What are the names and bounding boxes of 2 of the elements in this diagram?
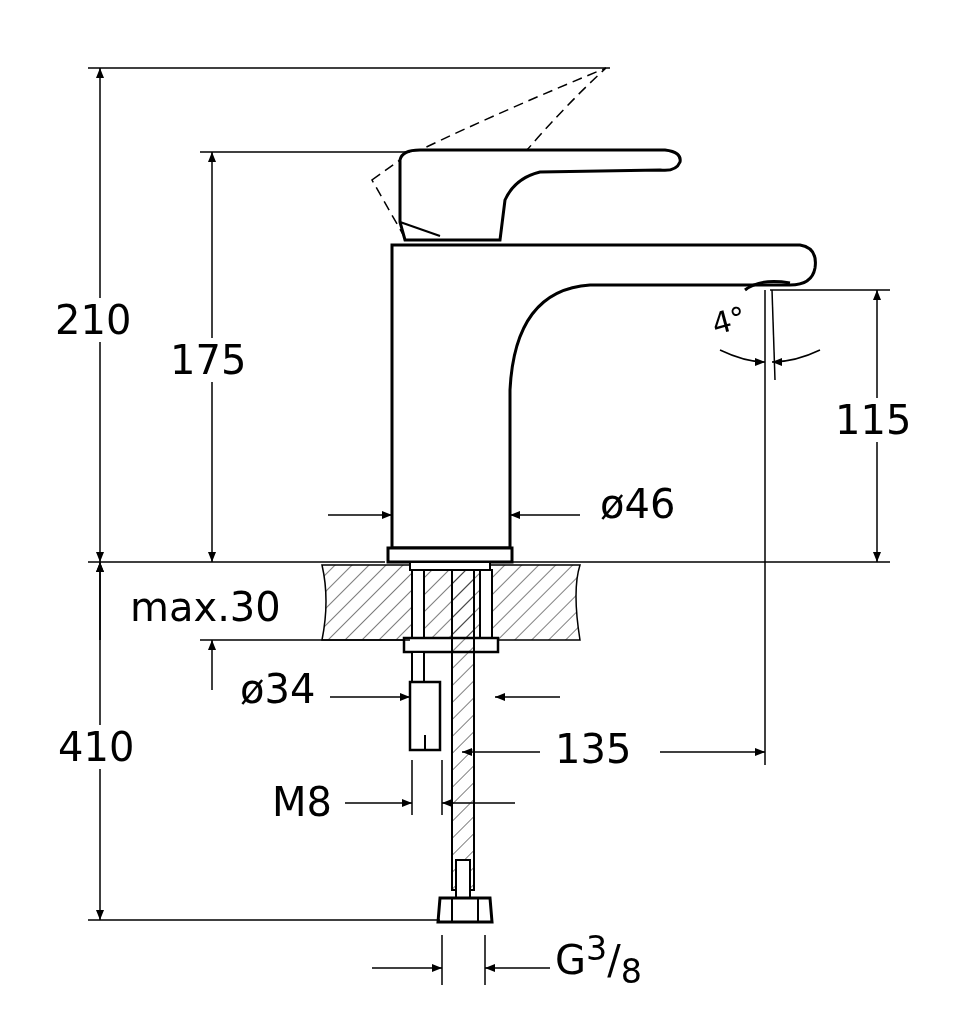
dimension-label: 410 <box>58 725 135 769</box>
dimension-label: 210 <box>55 298 132 342</box>
